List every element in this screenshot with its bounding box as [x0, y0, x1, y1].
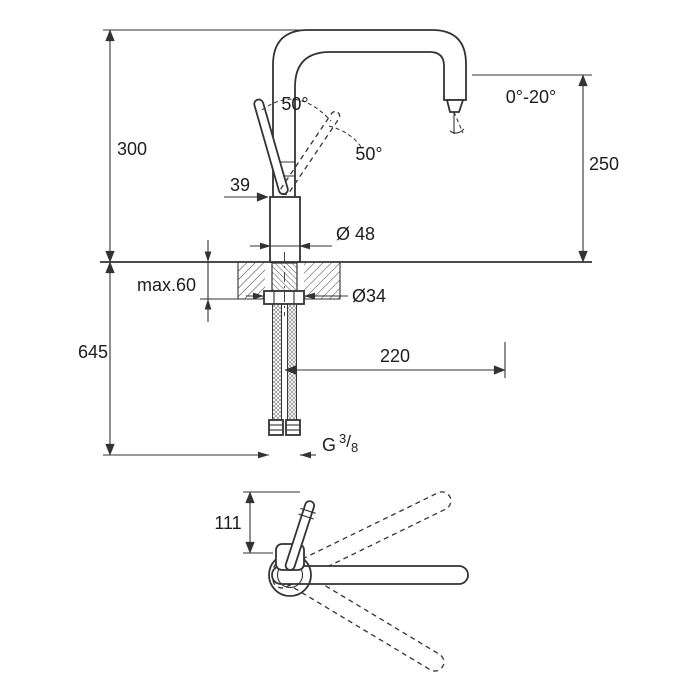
thread-numerator: 3 — [339, 431, 346, 446]
lever-angle-side-label: 50° — [355, 144, 382, 164]
hose-fitting-right — [285, 419, 301, 436]
spout-height-label: 250 — [589, 154, 619, 174]
arrowhead — [204, 299, 212, 310]
thread-prefix: G — [322, 435, 336, 455]
spout-reach-label: 220 — [380, 346, 410, 366]
spout-swivel-down-dashed — [272, 560, 445, 672]
arrowhead — [304, 292, 315, 300]
total-height-label: 645 — [78, 342, 108, 362]
thread-slash: / — [346, 432, 351, 451]
swivel-indicator-dashed — [453, 111, 464, 134]
arrowhead — [253, 292, 264, 300]
flex-hose-left — [272, 303, 282, 421]
hole-diameter-label: Ø34 — [352, 286, 386, 306]
deck-thickness-label: max.60 — [137, 275, 196, 295]
dimension-annotations: 300 645 250 0°-20° 50° 50° 39 Ø 48 max.6… — [78, 29, 619, 554]
swivel-range-label: 0°-20° — [506, 87, 556, 107]
lever-angle-arc-front — [261, 98, 332, 122]
base-height-label: 111 — [214, 513, 241, 533]
swivel-indicator-arc — [449, 128, 465, 134]
elevation-view — [100, 29, 592, 436]
thread-denominator: 8 — [351, 440, 358, 455]
overall-height-label: 300 — [117, 139, 147, 159]
lever-angle-front-label: 50° — [281, 94, 308, 114]
aerator-tip — [445, 99, 465, 113]
hose-fitting-left — [268, 419, 284, 436]
body-diameter-label: Ø 48 — [336, 224, 375, 244]
flex-hose-right — [287, 303, 297, 421]
faucet-body — [269, 196, 301, 263]
lever-angle-arc-side — [328, 125, 362, 148]
spout-swivel-up-dashed — [272, 491, 452, 589]
top-view — [268, 491, 469, 672]
arrowhead — [260, 242, 271, 250]
lever-offset-label: 39 — [230, 175, 250, 195]
spout-top-view — [271, 565, 469, 585]
arrowhead — [299, 242, 310, 250]
arrowhead — [204, 251, 212, 262]
arrowhead — [300, 451, 311, 459]
arrowhead — [258, 451, 269, 459]
lever-handle-rotated-dashed — [280, 110, 341, 196]
lever-top-view — [284, 500, 316, 571]
